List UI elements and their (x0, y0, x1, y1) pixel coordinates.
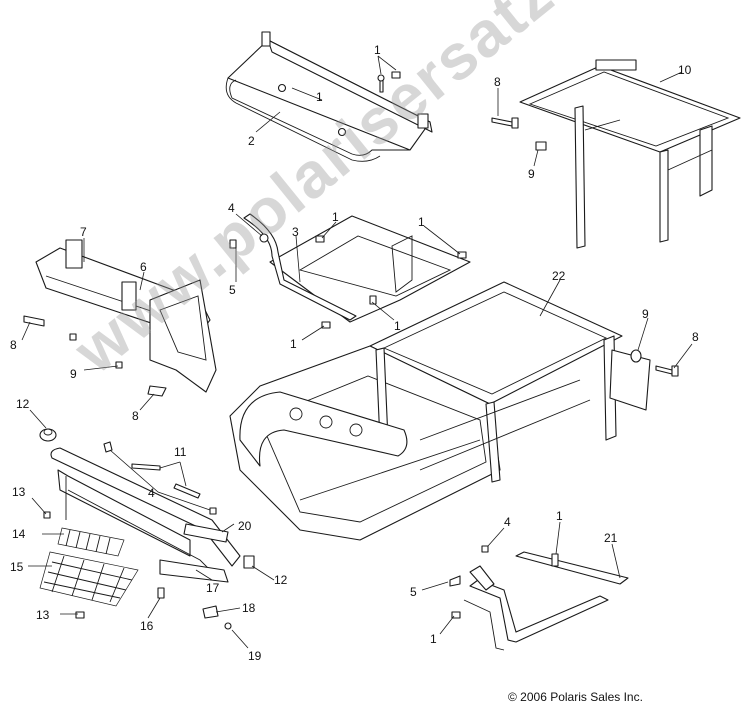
callout-1: 1 (316, 90, 323, 104)
callout-1: 1 (394, 319, 401, 333)
callout-4: 4 (504, 515, 511, 529)
fasteners (23, 71, 679, 630)
callout-12: 12 (16, 397, 30, 411)
callout-1: 1 (556, 509, 563, 523)
callout-10: 10 (678, 63, 692, 77)
callout-18: 18 (242, 601, 256, 615)
part-6-bracket (149, 279, 217, 393)
copyright-text: © 2006 Polaris Sales Inc. (508, 690, 643, 704)
callout-4: 4 (228, 201, 235, 215)
part-2-rack (225, 31, 433, 162)
part-22-main-frame (229, 281, 651, 541)
leader-lines (21, 55, 693, 649)
callout-13: 13 (12, 485, 26, 499)
part-14-grille (57, 527, 125, 557)
part-12-bushing-a (39, 428, 57, 442)
callout-8: 8 (10, 338, 17, 352)
part-17-front-bumper (50, 447, 241, 583)
callout-1: 1 (332, 210, 339, 224)
callout-8: 8 (132, 409, 139, 423)
part-15-mesh (39, 551, 139, 607)
callout-labels: 1 1 2 8 10 9 4 1 1 3 7 6 5 1 1 22 9 8 8 … (10, 43, 699, 663)
part-12-bushing-b (243, 555, 255, 569)
part-18-plate (202, 605, 219, 619)
callout-15: 15 (10, 560, 24, 574)
callout-17: 17 (206, 581, 220, 595)
callout-7: 7 (80, 225, 87, 239)
callout-1: 1 (374, 43, 381, 57)
callout-1: 1 (290, 337, 297, 351)
part-3-floor-pan (243, 213, 471, 323)
callout-8: 8 (692, 330, 699, 344)
callout-8: 8 (494, 75, 501, 89)
part-20-tube (183, 523, 229, 543)
part-10-cab-frame (519, 59, 741, 249)
callout-13: 13 (36, 608, 50, 622)
callout-3: 3 (292, 225, 299, 239)
callout-21: 21 (604, 531, 618, 545)
callout-5: 5 (229, 283, 236, 297)
callout-4: 4 (148, 486, 155, 500)
callout-19: 19 (248, 649, 262, 663)
callout-5: 5 (410, 585, 417, 599)
callout-1: 1 (418, 215, 425, 229)
callout-20: 20 (238, 519, 252, 533)
callout-14: 14 (12, 527, 26, 541)
callout-6: 6 (140, 260, 147, 274)
callout-11: 11 (174, 445, 187, 459)
callout-9: 9 (642, 307, 649, 321)
callout-9: 9 (528, 167, 535, 181)
part-21-rear-frame (463, 551, 629, 651)
callout-9: 9 (70, 367, 77, 381)
callout-16: 16 (140, 619, 154, 633)
callout-22: 22 (552, 269, 566, 283)
callout-12: 12 (274, 573, 288, 587)
callout-1: 1 (430, 632, 437, 646)
callout-2: 2 (248, 134, 255, 148)
